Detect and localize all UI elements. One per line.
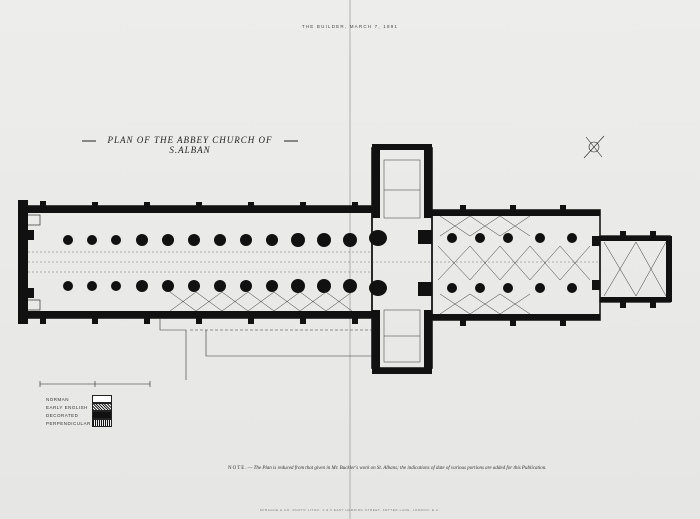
legend-row-decorated: DECORATED xyxy=(46,411,112,419)
west-front xyxy=(22,214,41,311)
transept-walls xyxy=(372,144,432,374)
choir-piers xyxy=(418,230,600,296)
transept-interior xyxy=(383,159,421,363)
legend-swatch-norman xyxy=(92,395,112,403)
legend-label: NORMAN xyxy=(46,396,69,402)
church-outline xyxy=(21,147,671,369)
nave-piers-north xyxy=(63,230,387,247)
legend: NORMAN EARLY ENGLISH DECORATED PERPENDIC… xyxy=(46,395,112,427)
page-fold xyxy=(349,0,351,519)
nave-dashed-lines xyxy=(28,251,600,273)
legend-label: PERPENDICULAR xyxy=(46,420,91,426)
buttresses xyxy=(40,201,656,326)
legend-row-perpendicular: PERPENDICULAR xyxy=(46,419,112,427)
nave-walls xyxy=(18,200,672,324)
cloister-outline xyxy=(159,318,372,380)
publication-header: THE BUILDER, MARCH 7, 1891 xyxy=(301,24,399,29)
legend-label: EARLY ENGLISH xyxy=(46,404,88,410)
printer-imprint: SPRAGUE & CO. PHOTO LITHO. 4 & 5 EAST HA… xyxy=(259,508,441,512)
note-text: The Plan is reduced from that given in M… xyxy=(253,466,547,471)
legend-row-norman: NORMAN xyxy=(46,395,112,403)
note-lead: NOTE.— xyxy=(228,466,254,471)
plan-note: NOTE.—The Plan is reduced from that give… xyxy=(228,465,588,473)
legend-swatch-perpendicular xyxy=(92,419,112,427)
legend-swatch-early-english xyxy=(92,403,112,411)
legend-swatch-decorated xyxy=(92,411,112,419)
nave-piers-south xyxy=(63,279,387,296)
legend-row-early-english: EARLY ENGLISH xyxy=(46,403,112,411)
legend-label: DECORATED xyxy=(46,412,79,418)
north-arrow-icon xyxy=(583,135,605,159)
plan-title: PLAN OF THE ABBEY CHURCH OF S.ALBAN xyxy=(107,135,273,155)
scale-bar xyxy=(39,381,151,387)
aisle-vaulting xyxy=(169,215,667,315)
